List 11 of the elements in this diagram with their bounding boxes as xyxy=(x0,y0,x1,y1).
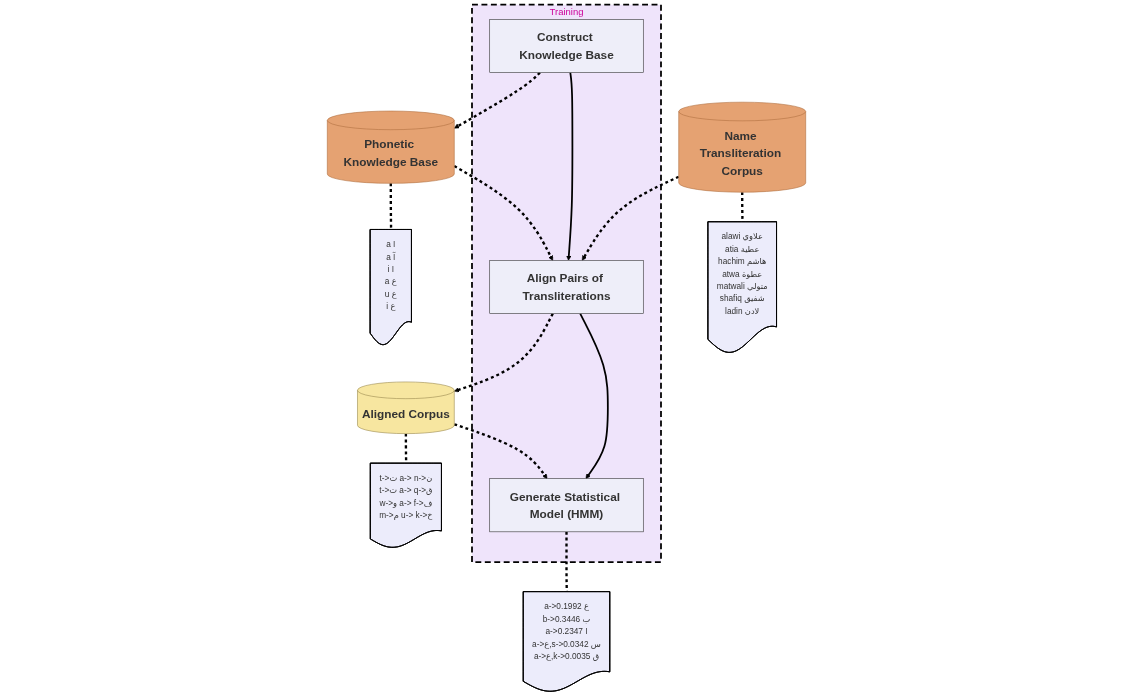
node-box: Generate Statistical Model (HMM) xyxy=(489,478,644,533)
connector xyxy=(389,183,393,230)
arrow xyxy=(579,312,609,479)
arrow xyxy=(454,313,554,393)
arrow xyxy=(453,423,548,479)
node-box: Align Pairs of Transliterations xyxy=(489,260,644,314)
arrow xyxy=(453,165,553,261)
node-box: Construct Knowledge Base xyxy=(489,19,644,73)
arrow xyxy=(566,71,574,261)
arrow xyxy=(454,71,541,129)
arrow xyxy=(581,175,680,261)
